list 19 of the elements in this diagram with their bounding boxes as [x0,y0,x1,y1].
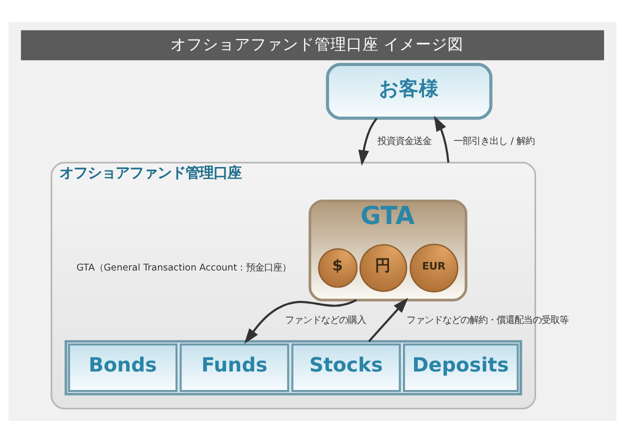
node-circle: 円 [359,244,408,292]
edge-label: 投資資金送金 [378,136,432,148]
node-box: Deposits [402,343,519,392]
diagram-title: オフショアファンド管理口座 イメージ図 [170,35,464,54]
node-box: Funds [180,343,290,392]
node-box: お客様 [326,62,492,120]
edge-label: ファンドなどの購入 [285,314,366,326]
node-box: Bonds [68,343,178,392]
cluster [64,340,522,396]
node-label: GTA（General Transaction Account : 預金口座） [76,262,292,274]
arrow [368,298,408,342]
edge-label: 一部引き出し / 解約 [454,136,535,148]
node-circle: EUR [410,244,458,292]
node-circle: $ [318,248,358,288]
arrow [244,299,357,344]
edge-label: ファンドなどの解約・償還配当の受取等 [406,314,569,326]
arrow [434,116,450,163]
node-box: Stocks [291,343,401,392]
arrow [358,118,378,166]
